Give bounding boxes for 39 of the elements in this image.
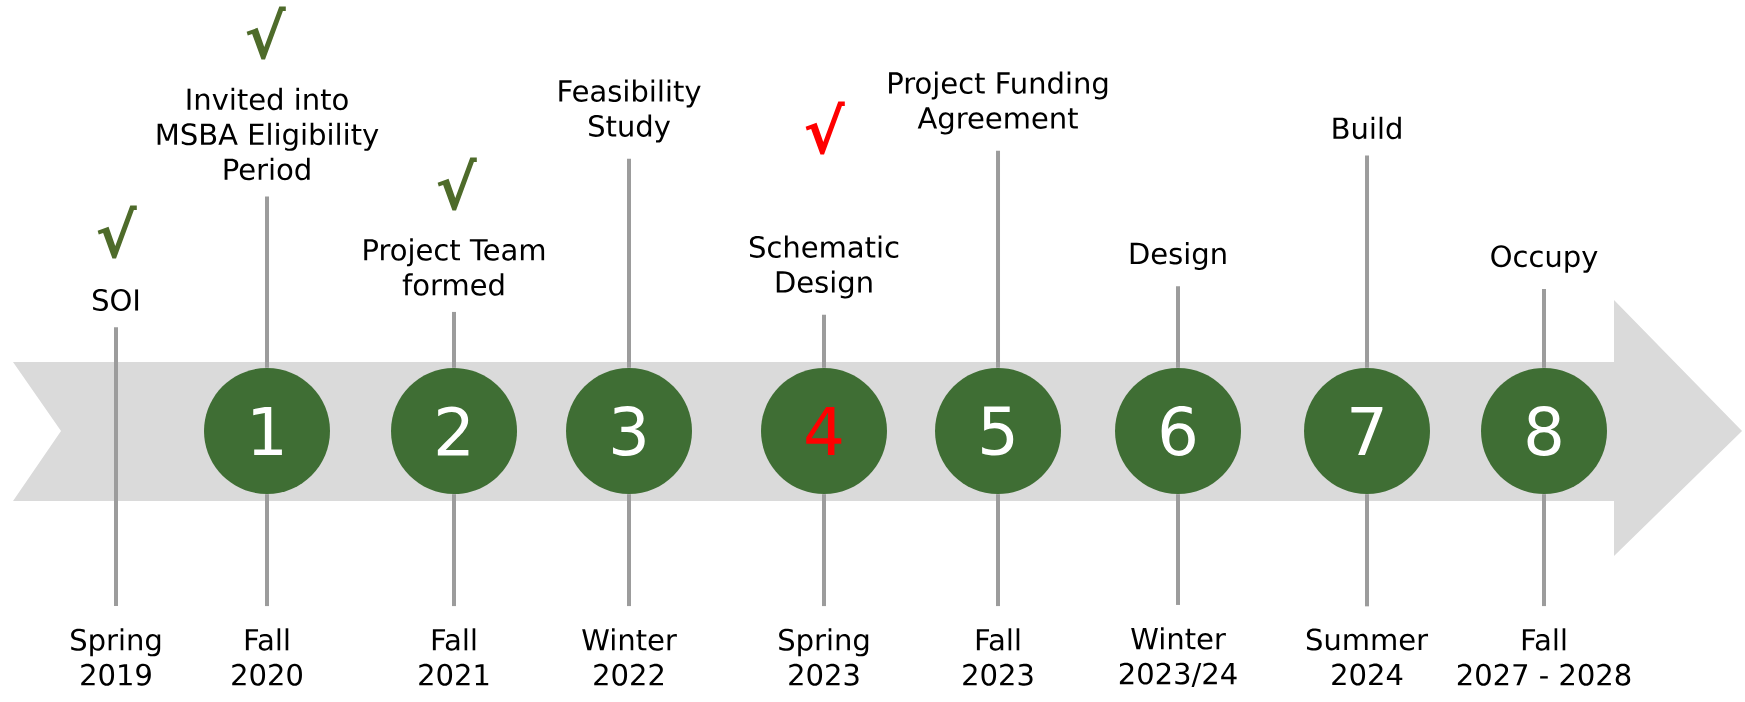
connector-line bbox=[265, 196, 269, 368]
date-label: Fall 2023 bbox=[963, 628, 1033, 686]
connector-line bbox=[627, 494, 631, 607]
connector-line bbox=[1542, 289, 1546, 368]
connector-line bbox=[1176, 286, 1180, 368]
check-mark: √ bbox=[805, 101, 845, 155]
connector-line bbox=[627, 158, 631, 368]
milestone-label: Occupy bbox=[1491, 245, 1598, 273]
check-mark: √ bbox=[437, 157, 477, 211]
milestone-label: Build bbox=[1333, 116, 1401, 140]
check-mark: √ bbox=[97, 205, 137, 259]
connector-line bbox=[996, 150, 1000, 368]
date-label: Winter 2023/24 bbox=[1119, 627, 1237, 687]
milestone-label: Schematic Design bbox=[749, 235, 899, 299]
connector-line bbox=[822, 314, 826, 368]
connector-line bbox=[452, 311, 456, 368]
milestone-label: SOI bbox=[93, 289, 139, 311]
milestone-label: Feasibility Study bbox=[559, 79, 701, 143]
date-label: Fall 2021 bbox=[419, 628, 489, 686]
date-label: Spring 2023 bbox=[779, 628, 869, 686]
date-label: Fall 2027 - 2028 bbox=[1457, 628, 1631, 686]
connector-line bbox=[1542, 494, 1546, 607]
milestone-label: Project Funding Agreement bbox=[889, 71, 1108, 135]
connector-line bbox=[1365, 494, 1369, 607]
connector-line bbox=[1365, 155, 1369, 368]
milestone-label: Project Team formed bbox=[364, 238, 545, 296]
connector-line bbox=[1176, 494, 1180, 605]
connector-line bbox=[265, 494, 269, 607]
connector-line bbox=[452, 494, 456, 607]
date-label: Summer 2024 bbox=[1306, 628, 1429, 686]
milestone-label: Invited into MSBA Eligibility Period bbox=[157, 87, 379, 181]
date-label: Fall 2020 bbox=[232, 628, 302, 686]
connector-line bbox=[822, 494, 826, 607]
milestone-label: Design bbox=[1130, 241, 1226, 271]
connector-line bbox=[996, 494, 1000, 607]
check-mark: √ bbox=[246, 6, 286, 60]
date-label: Spring 2019 bbox=[71, 628, 161, 686]
date-label: Winter 2022 bbox=[582, 628, 677, 686]
connector-line bbox=[114, 327, 118, 607]
